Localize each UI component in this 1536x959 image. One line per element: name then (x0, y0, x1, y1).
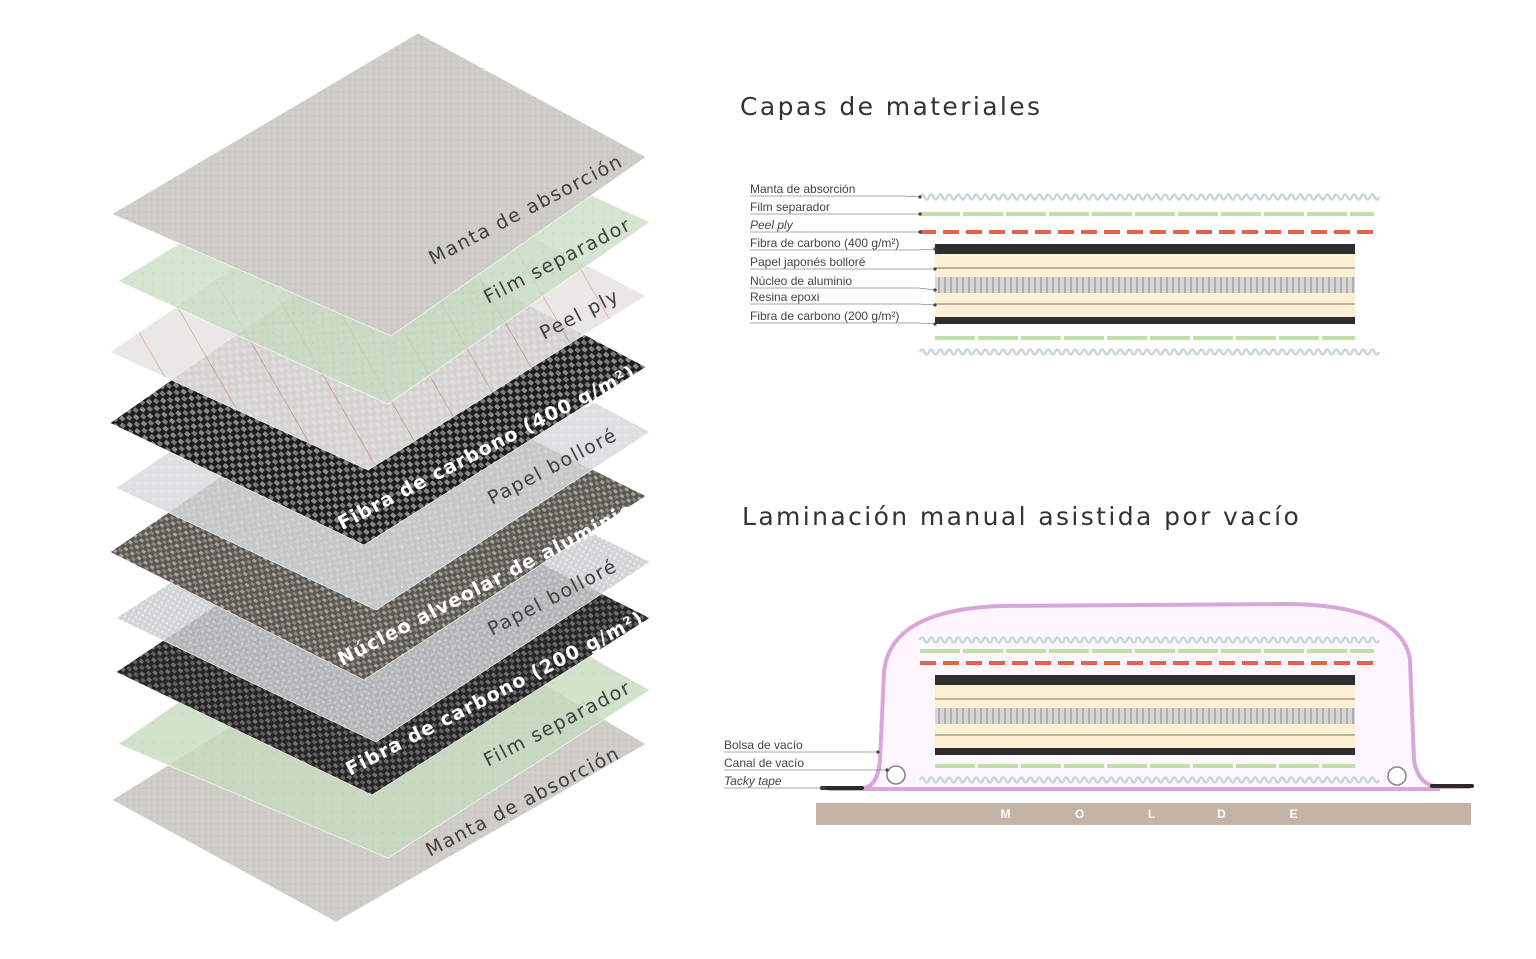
carbon-200-layer (935, 748, 1355, 755)
layer-label: Resina epoxi (750, 290, 819, 304)
vacuum-channel (886, 765, 906, 785)
leader-dot (933, 288, 937, 292)
mold-letter: D (1217, 807, 1227, 821)
mold-letter: O (1075, 807, 1085, 821)
mold-letter: L (1148, 807, 1156, 821)
layer-label: Fibra de carbono (200 g/m²) (750, 309, 899, 323)
vacuum-label: Tacky tape (724, 774, 782, 788)
mold-base (816, 803, 1471, 825)
absorption-wave-top (918, 193, 1381, 201)
title-vacuum: Laminación manual asistida por vacío (742, 502, 1302, 531)
absorption-wave-bottom (918, 348, 1381, 356)
aluminium-core-layer (935, 277, 1355, 293)
layer-label: Peel ply (750, 218, 794, 232)
leader-dot (876, 750, 880, 754)
mold-letter: E (1289, 807, 1298, 821)
carbon-400-layer (935, 244, 1355, 254)
leader-dot (918, 230, 922, 234)
absorption-wave-bottom (918, 776, 1381, 784)
layer-label: Núcleo de aluminio (750, 274, 852, 288)
leader-dot (933, 303, 937, 307)
leader-line (750, 303, 936, 306)
layer-label: Manta de absorción (750, 182, 855, 196)
stack-sheet (111, 32, 647, 337)
vacuum-label: Bolsa de vacío (724, 738, 803, 752)
mold-letter: M (1001, 807, 1012, 821)
aluminium-core-layer (935, 708, 1355, 724)
layer-label: Fibra de carbono (400 g/m²) (750, 236, 899, 250)
leader-dot (933, 247, 937, 251)
absorption-wave-top (918, 636, 1381, 644)
carbon-200-layer (935, 317, 1355, 324)
vacuum-channel (1387, 766, 1407, 786)
layer-label: Papel japonés bolloré (750, 255, 866, 269)
leader-line (750, 248, 936, 251)
leader-dot (933, 322, 937, 326)
leader-dot (918, 212, 922, 216)
leader-line (750, 287, 936, 291)
carbon-400-layer (935, 675, 1355, 685)
leader-dot (933, 267, 937, 271)
leader-line (750, 322, 936, 325)
leader-dot (885, 768, 889, 772)
vacuum-label: Canal de vacío (724, 756, 804, 770)
leader-line (750, 195, 921, 198)
layer-label: Film separador (750, 200, 830, 214)
leader-dot (918, 195, 922, 199)
title-layers: Capas de materiales (740, 92, 1043, 121)
leader-dot (822, 786, 826, 790)
